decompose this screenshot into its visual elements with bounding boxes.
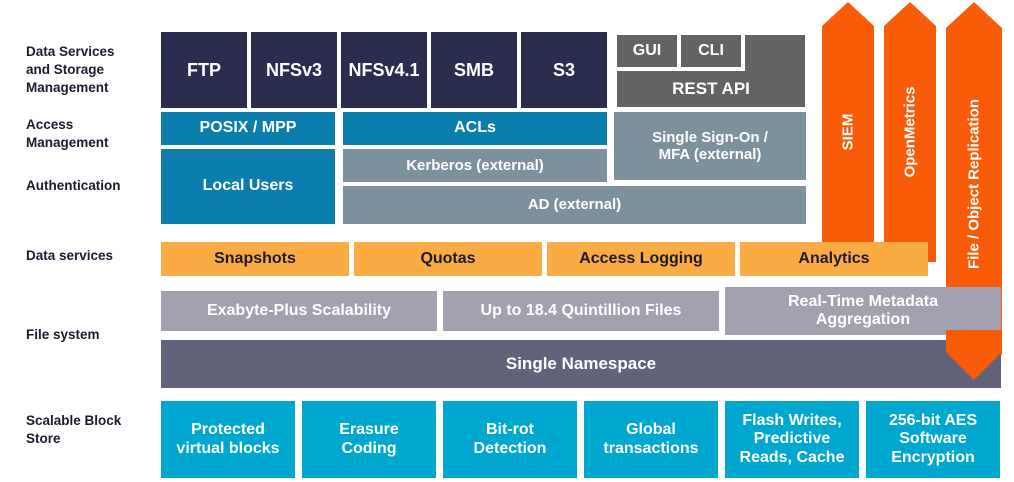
file-system-box-quintillion-files[interactable]: Up to 18.4 Quintillion Files (443, 291, 719, 331)
protocol-box-s3[interactable]: S3 (521, 32, 607, 108)
access-box-acls[interactable]: ACLs (343, 112, 607, 145)
auth-box-kerberos[interactable]: Kerberos (external) (343, 149, 607, 182)
auth-box-ad-external[interactable]: AD (external) (343, 186, 806, 224)
row-label-data-services: Data services (26, 247, 114, 263)
access-box-posix-mpp[interactable]: POSIX / MPP (161, 112, 335, 145)
row-label-scalable-block-store: Scalable Block Store (26, 412, 122, 446)
block-store-box-bit-rot-detection[interactable]: Bit-rot Detection (443, 401, 577, 478)
block-store-box-global-transactions[interactable]: Global transactions (584, 401, 718, 478)
auth-box-local-users[interactable]: Local Users (161, 149, 335, 224)
access-box-single-sign-on-mfa[interactable]: Single Sign-On / MFA (external) (614, 112, 806, 180)
management-box-cli[interactable]: CLI (681, 35, 741, 67)
vertical-arrow-siem[interactable]: SIEM (822, 2, 874, 262)
row-label-file-system: File system (26, 326, 100, 342)
data-service-box-access-logging[interactable]: Access Logging (547, 242, 735, 276)
block-store-box-aes-software-encryption[interactable]: 256-bit AES Software Encryption (866, 401, 1000, 478)
data-service-box-snapshots[interactable]: Snapshots (161, 242, 349, 276)
block-store-box-protected-virtual-blocks[interactable]: Protected virtual blocks (161, 401, 295, 478)
row-label-access-management: Access Management (26, 116, 109, 150)
protocol-box-nfsv41[interactable]: NFSv4.1 (341, 32, 427, 108)
management-box-rest-api[interactable]: REST API (617, 71, 805, 107)
data-service-box-analytics[interactable]: Analytics (740, 242, 928, 276)
row-label-authentication: Authentication (26, 177, 121, 193)
block-store-box-erasure-coding[interactable]: Erasure Coding (302, 401, 436, 478)
protocol-box-nfsv3[interactable]: NFSv3 (251, 32, 337, 108)
data-service-box-quotas[interactable]: Quotas (354, 242, 542, 276)
protocol-box-ftp[interactable]: FTP (161, 32, 247, 108)
file-system-box-single-namespace[interactable]: Single Namespace (161, 340, 1001, 388)
management-box-gui[interactable]: GUI (617, 35, 677, 67)
protocol-box-smb[interactable]: SMB (431, 32, 517, 108)
file-system-box-real-time-metadata-aggregation[interactable]: Real-Time Metadata Aggregation (725, 287, 1001, 335)
row-label-data-services-storage-management: Data Services and Storage Management (26, 43, 115, 96)
block-store-box-flash-writes-predictive-reads-cache[interactable]: Flash Writes, Predictive Reads, Cache (725, 401, 859, 478)
vertical-arrow-openmetrics[interactable]: OpenMetrics (884, 2, 936, 262)
file-system-box-exabyte-plus-scalability[interactable]: Exabyte-Plus Scalability (161, 291, 437, 331)
